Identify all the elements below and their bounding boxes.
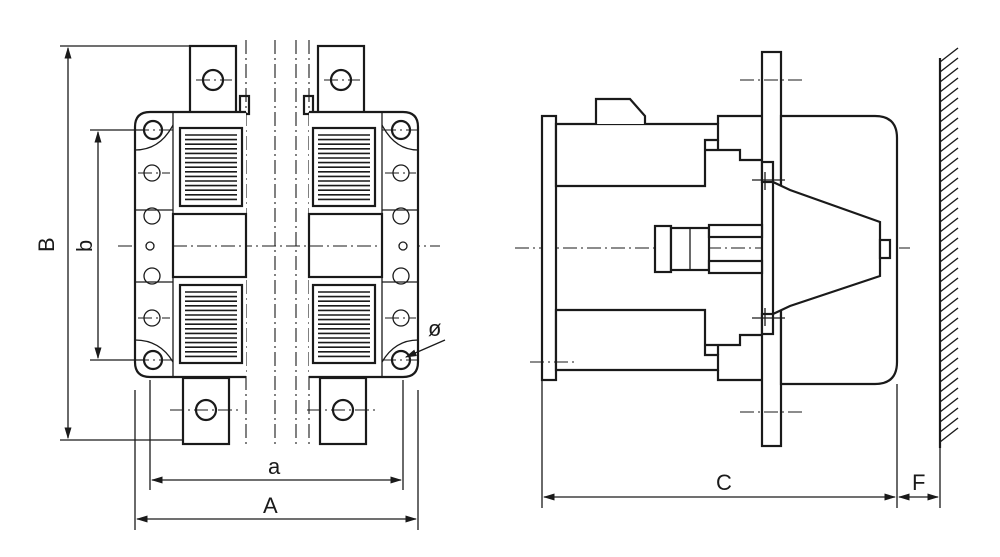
wall-hatch-line (939, 177, 959, 193)
wall-hatch-line (939, 197, 959, 213)
dimension-label-a: a (268, 454, 281, 479)
wall-hatch-line (939, 97, 959, 113)
wall-hatch-line (939, 187, 959, 203)
wall-hatch-line (939, 227, 959, 243)
terminal-tab-bottom-right (318, 376, 368, 446)
wall-hatch-line (939, 347, 959, 363)
wall-hatch-line (939, 367, 959, 383)
wall-hatch-line (939, 147, 959, 163)
wall-hatch-line (939, 257, 959, 273)
wall-hatch-line (939, 427, 959, 443)
side-view: C F (515, 47, 959, 508)
wall-hatch-line (939, 247, 959, 263)
wall-hatch-line (939, 57, 959, 73)
dimension-label-C: C (716, 470, 732, 495)
wall-hatch-line (939, 237, 959, 253)
wall-hatch-line (939, 307, 959, 323)
dimension-label-F: F (912, 470, 925, 495)
dimension-label-diameter: ø (428, 316, 441, 341)
top-bump (594, 97, 647, 124)
wall-hatch-line (939, 387, 959, 403)
wall-hatch-line (939, 267, 959, 283)
wall-hatch-line (939, 277, 959, 293)
wall-hatch-line (939, 357, 959, 373)
wall-hatch-line (939, 397, 959, 413)
wall-hatch-line (939, 207, 959, 223)
wall-hatch-line (939, 217, 959, 233)
wall-hatch-line (939, 137, 959, 153)
wall-hatch-line (939, 77, 959, 93)
wall-hatch-line (939, 117, 959, 133)
terminal-tab-bottom-left (181, 376, 231, 446)
wall-hatch-line (939, 327, 959, 343)
wall-hatch-line (939, 417, 959, 433)
wall-hatch-line (939, 377, 959, 393)
wall-hatch-line (939, 87, 959, 103)
wall-hatch-line (939, 287, 959, 303)
wall-hatch-line (939, 317, 959, 333)
wall-hatch-line (939, 167, 959, 183)
dimension-label-b: b (72, 240, 97, 252)
wall-hatch-line (939, 157, 959, 173)
wall-hatch-line (939, 67, 959, 83)
front-flange (540, 114, 558, 382)
wall-hatch-line (939, 407, 959, 423)
wall-hatch-line (939, 337, 959, 353)
dimension-label-A: A (263, 493, 278, 518)
wall-hatch-line (939, 107, 959, 123)
wall-hatch-line (939, 297, 959, 313)
wall-hatch-line (939, 127, 959, 143)
front-view: A a B b ø (34, 40, 446, 530)
wall-hatch-line (939, 47, 959, 63)
central-shaft (653, 224, 673, 274)
dimension-label-B: B (34, 237, 59, 252)
